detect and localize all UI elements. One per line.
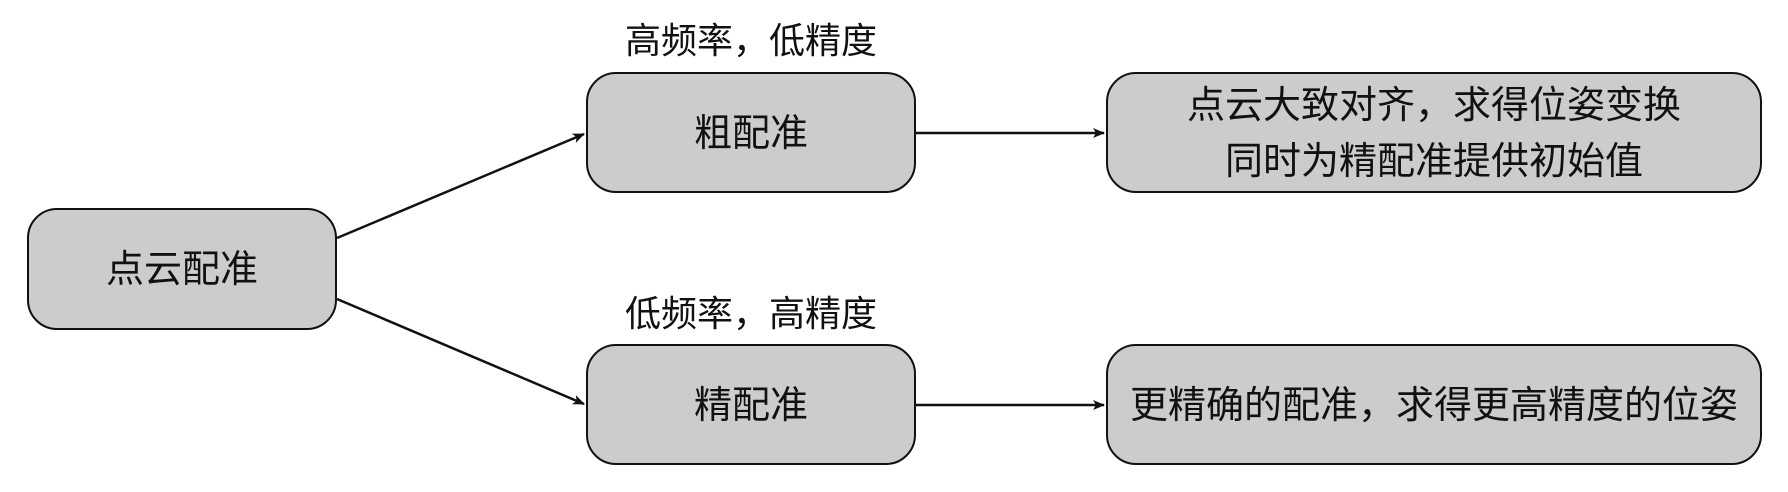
node-fine-registration: 精配准 [586,344,916,465]
arrow-root-to-fine [336,297,585,406]
arrow-root-to-coarse [336,132,585,240]
description-line: 更精确的配准，求得更高精度的位姿 [1129,382,1738,427]
node-coarse-description: 点云大致对齐，求得位姿变换 同时为精配准提供初始值 [1106,72,1762,193]
node-label: 精配准 [693,382,808,427]
description-line: 点云大致对齐，求得位姿变换 [1186,82,1681,127]
node-fine-description: 更精确的配准，求得更高精度的位姿 [1106,344,1762,465]
coarse-caption: 高频率，低精度 [624,21,877,62]
fine-caption: 低频率，高精度 [624,294,877,335]
node-coarse-registration: 粗配准 [586,72,916,193]
node-point-cloud-registration: 点云配准 [27,208,337,330]
description-line: 同时为精配准提供初始值 [1224,138,1643,183]
node-label: 点云配准 [105,247,258,291]
node-label: 粗配准 [693,110,808,155]
